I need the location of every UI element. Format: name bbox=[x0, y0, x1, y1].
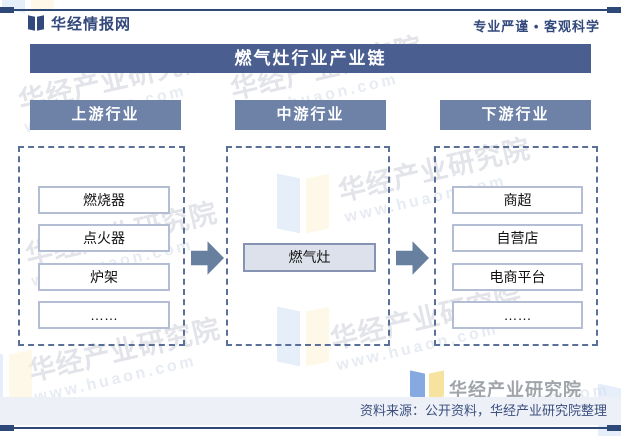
downstream-item-ecommerce: 电商平台 bbox=[452, 263, 583, 291]
upstream-item-ellipsis: …… bbox=[38, 301, 170, 329]
upstream-item-grate: 炉架 bbox=[38, 263, 170, 291]
header-slogan: 专业严谨 • 客观科学 bbox=[473, 19, 600, 34]
footer-book-icon bbox=[410, 370, 444, 400]
upstream-item-igniter: 点火器 bbox=[38, 224, 170, 252]
footer-brand-name: 华经产业研究院 bbox=[449, 380, 582, 400]
bottom-rule-right-cap bbox=[607, 425, 621, 431]
downstream-group-box bbox=[434, 146, 598, 346]
data-source-note: 资料来源：公开资料，华经产业研究院整理 bbox=[0, 397, 621, 425]
downstream-item-supermarket: 商超 bbox=[452, 186, 583, 214]
page-title: 燃气灶行业产业链 bbox=[30, 44, 591, 73]
midstream-group-box bbox=[226, 146, 390, 346]
top-rule bbox=[0, 9, 621, 11]
downstream-item-direct-store: 自营店 bbox=[452, 224, 583, 252]
flow-arrow-midstream-to-downstream bbox=[396, 241, 429, 275]
site-brand: 华经情报网 bbox=[28, 13, 131, 34]
column-header-downstream: 下游行业 bbox=[440, 100, 591, 130]
brand-book-icon bbox=[28, 15, 44, 32]
bottom-rule bbox=[0, 427, 621, 429]
top-rule-right-cap bbox=[607, 7, 621, 13]
column-header-upstream: 上游行业 bbox=[30, 100, 181, 130]
column-header-midstream: 中游行业 bbox=[235, 100, 386, 130]
midstream-item-gas-stove: 燃气灶 bbox=[243, 243, 376, 272]
upstream-group-box bbox=[18, 146, 185, 346]
upstream-item-burner: 燃烧器 bbox=[38, 186, 170, 214]
downstream-item-ellipsis: …… bbox=[452, 301, 583, 329]
brand-name: 华经情报网 bbox=[51, 16, 132, 33]
